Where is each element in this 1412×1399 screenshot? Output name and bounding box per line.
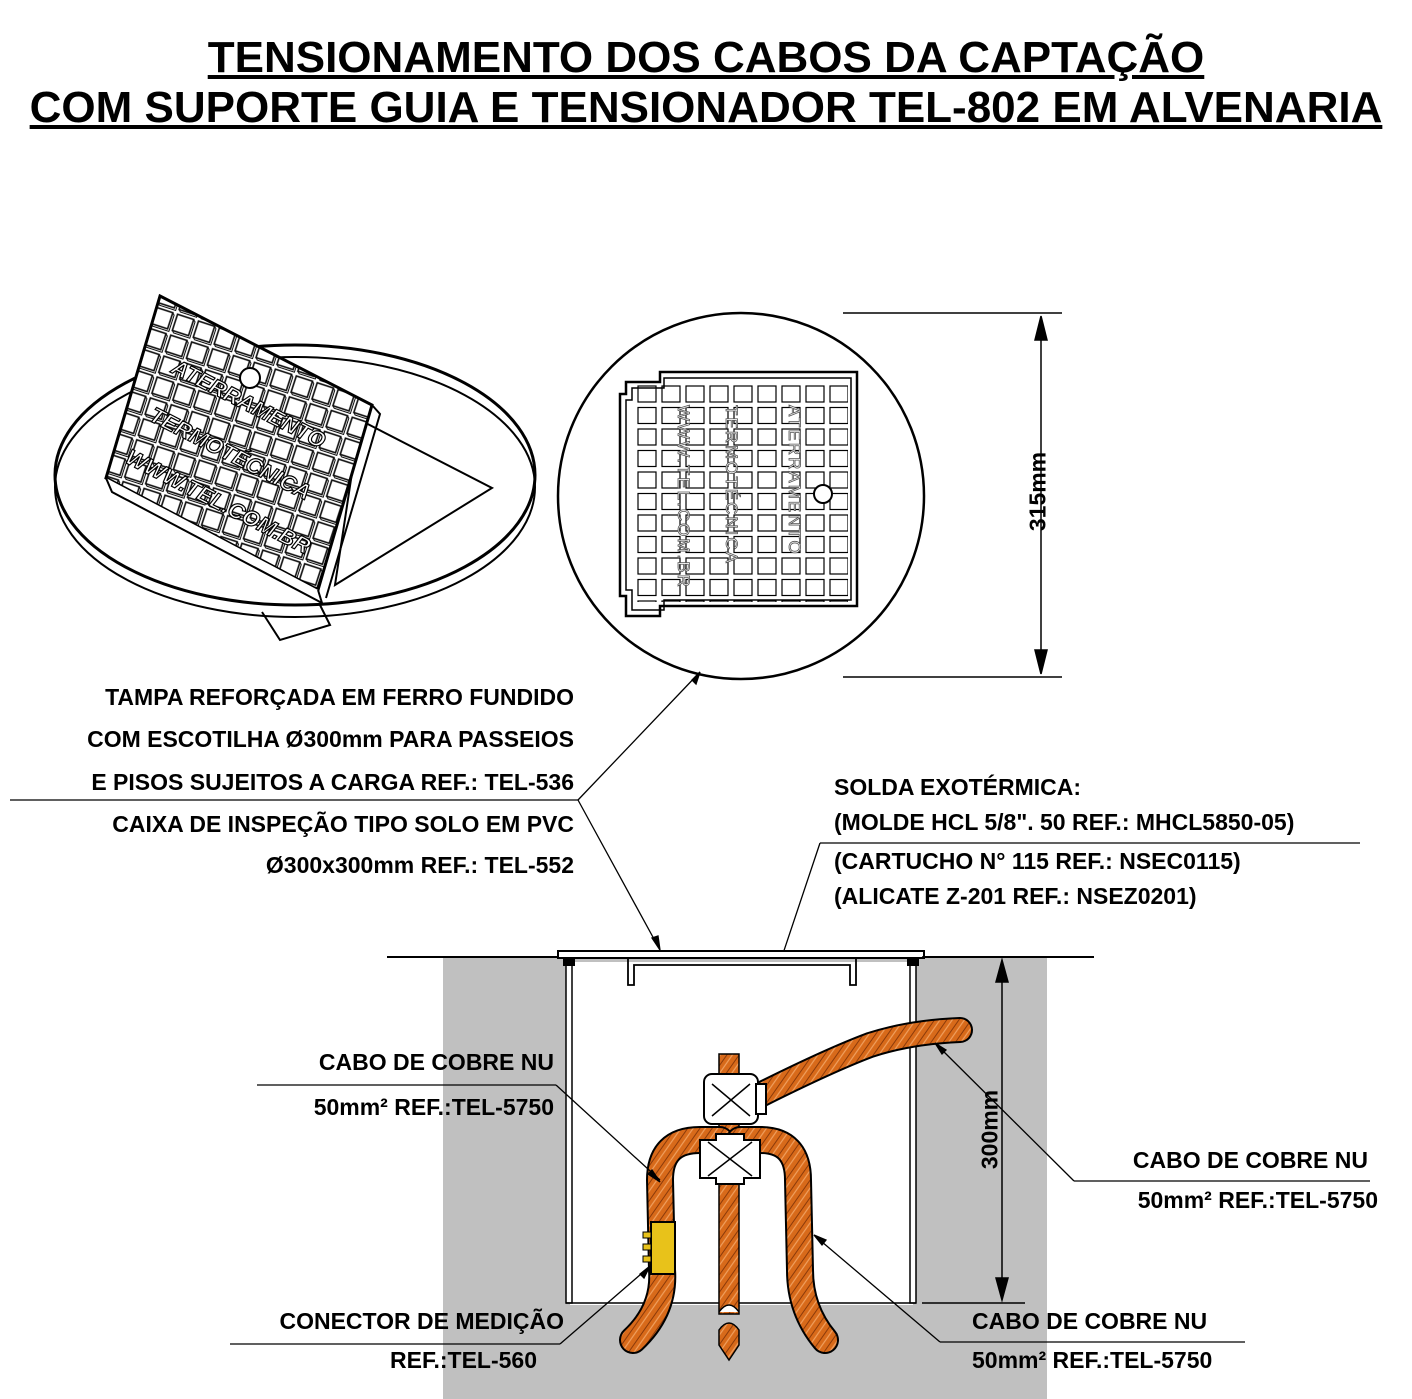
dimension-315 bbox=[843, 312, 1062, 678]
top-mark-line1: ATERRAMENTO bbox=[785, 405, 804, 556]
dimension-300 bbox=[922, 956, 1025, 1304]
top-mark-line3: WWW.TEL.COM.BR bbox=[674, 405, 693, 589]
label-tampa-line3: E PISOS SUJEITOS A CARGA REF.: TEL-536 bbox=[91, 769, 574, 795]
title-line-2: COM SUPORTE GUIA E TENSIONADOR TEL-802 E… bbox=[29, 83, 1383, 132]
dimension-label-315: 315mm bbox=[1024, 451, 1051, 532]
label-caixa-line1: CAIXA DE INSPEÇÃO TIPO SOLO EM PVC bbox=[112, 811, 574, 837]
label-conector-line1: CONECTOR DE MEDIÇÃO bbox=[279, 1308, 564, 1334]
dimension-label-300: 300mm bbox=[976, 1089, 1003, 1170]
title-line-1: TENSIONAMENTO DOS CABOS DA CAPTAÇÃO bbox=[207, 33, 1205, 82]
top-mark-line2: TERMOTÉCNICA bbox=[722, 405, 741, 565]
label-cabo-left-line2: 50mm² REF.:TEL-5750 bbox=[313, 1094, 554, 1120]
label-tampa-line2: COM ESCOTILHA Ø300mm PARA PASSEIOS bbox=[87, 726, 574, 752]
exothermic-weld-t bbox=[703, 1073, 767, 1125]
leader-lines-bottom bbox=[230, 1042, 1370, 1345]
label-solda-line1: SOLDA EXOTÉRMICA: bbox=[834, 774, 1082, 800]
label-solda-line4: (ALICATE Z-201 REF.: NSEZ0201) bbox=[834, 883, 1197, 909]
isometric-cover-view: ATERRAMENTO TERMOTÉCNICA WWW.TEL.COM.BR bbox=[53, 293, 537, 642]
exothermic-weld-x bbox=[699, 1133, 761, 1185]
label-cabo-right-line1: CABO DE COBRE NU bbox=[1132, 1147, 1368, 1173]
cover-top-view: ATERRAMENTO TERMOTÉCNICA WWW.TEL.COM.BR bbox=[556, 311, 926, 681]
measurement-connector bbox=[642, 1221, 676, 1275]
label-cabo-bottom-line1: CABO DE COBRE NU bbox=[972, 1308, 1208, 1334]
section-view bbox=[387, 950, 1094, 1399]
label-tampa-line1: TAMPA REFORÇADA EM FERRO FUNDIDO bbox=[105, 684, 574, 710]
label-conector-line2: REF.:TEL-560 bbox=[390, 1347, 537, 1373]
label-cabo-left-line1: CABO DE COBRE NU bbox=[318, 1049, 554, 1075]
isometric-lid: ATERRAMENTO TERMOTÉCNICA WWW.TEL.COM.BR bbox=[104, 293, 382, 606]
label-caixa-line2: Ø300x300mm REF.: TEL-552 bbox=[265, 852, 574, 878]
label-cabo-right-line2: 50mm² REF.:TEL-5750 bbox=[1137, 1187, 1378, 1213]
label-solda-line3: (CARTUCHO N° 115 REF.: NSEC0115) bbox=[834, 848, 1241, 874]
label-solda-line2: (MOLDE HCL 5/8". 50 REF.: MHCL5850-05) bbox=[834, 809, 1295, 835]
label-cabo-bottom-line2: 50mm² REF.:TEL-5750 bbox=[972, 1347, 1213, 1373]
